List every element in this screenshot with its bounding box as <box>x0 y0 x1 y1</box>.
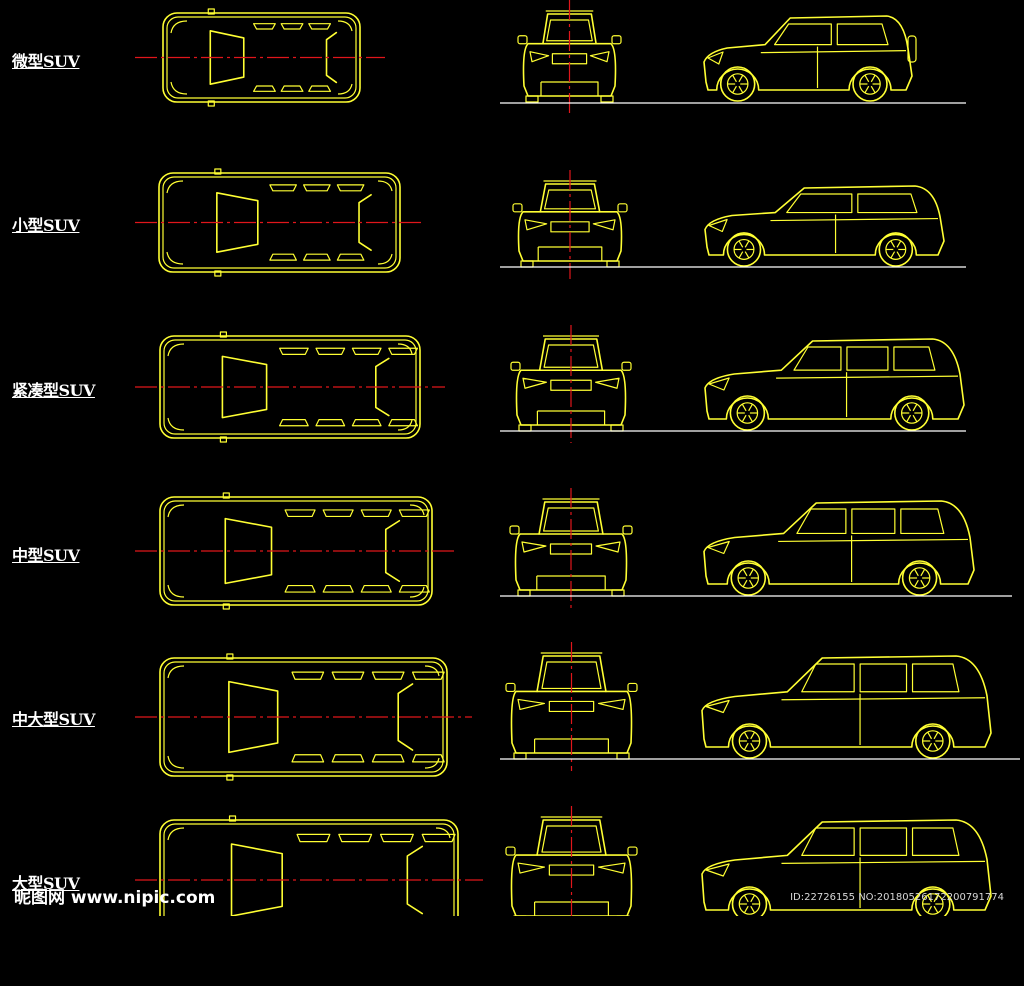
row-midsize-suv: 中型SUV <box>0 494 1024 658</box>
watermark-logo: 昵图网 www.nipic.com <box>14 888 216 908</box>
suv-midsize-views <box>135 488 1012 610</box>
suv-midsize-front-wheel <box>730 560 767 596</box>
suv-large-front-wheel <box>731 886 768 916</box>
suv-midlarge-views <box>135 642 1020 781</box>
suv-large-views <box>135 806 992 916</box>
suv-small-front-wheel <box>726 232 762 267</box>
suv-micro-top-view <box>135 8 385 107</box>
row-midlarge-suv: 中大型SUV <box>0 658 1024 822</box>
row-label-large-suv: 大型SUV <box>12 874 80 893</box>
row-compact-suv: 紧凑型SUV <box>0 329 1024 493</box>
suv-small-top-view <box>135 168 425 277</box>
row-label-micro-suv: 微型SUV <box>12 52 80 71</box>
row-label-compact-suv: 紧凑型SUV <box>12 381 95 400</box>
suv-compact-front-view <box>510 325 632 443</box>
row-label-small-suv: 小型SUV <box>12 216 80 235</box>
suv-micro-front-wheel <box>719 66 756 102</box>
suv-micro-side-view <box>703 15 917 102</box>
suv-compact-side-view <box>704 338 965 431</box>
suv-midlarge-side-view <box>701 655 992 759</box>
suv-large-rear-wheel <box>915 886 951 916</box>
suv-compact-front-wheel <box>729 395 766 431</box>
row-large-suv: 大型SUV <box>0 822 1024 986</box>
suv-midlarge-front-view <box>505 642 638 771</box>
suv-midlarge-top-view <box>135 653 472 781</box>
suv-midlarge-rear-wheel <box>914 723 951 759</box>
row-small-suv: 小型SUV <box>0 164 1024 328</box>
row-label-midsize-suv: 中型SUV <box>12 546 80 565</box>
suv-small-side-view <box>704 185 945 267</box>
row-label-midlarge-suv: 中大型SUV <box>12 710 95 729</box>
suv-micro-rear-wheel <box>852 66 888 102</box>
suv-midsize-front-view <box>509 488 633 608</box>
row-micro-suv: 微型SUV <box>0 0 1024 164</box>
suv-small-rear-wheel <box>878 232 914 267</box>
suv-compact-rear-wheel <box>893 395 930 431</box>
watermark-id: ID:22726155 NO:20180526172200791774 <box>790 892 1004 903</box>
suv-small-views <box>135 168 966 279</box>
suv-midsize-rear-wheel <box>901 560 938 596</box>
suv-midlarge-front-wheel <box>731 723 768 759</box>
suv-midsize-side-view <box>703 500 975 596</box>
suv-large-side-view <box>701 819 992 916</box>
suv-compact-top-view <box>135 331 445 443</box>
suv-midsize-top-view <box>135 492 457 610</box>
suv-small-front-view <box>512 170 628 279</box>
suv-compact-views <box>135 325 966 443</box>
suv-large-top-view <box>135 815 483 916</box>
suv-micro-front-view <box>517 0 622 114</box>
suv-large-front-view <box>505 806 638 916</box>
suv-cad-drawing <box>135 0 1020 916</box>
suv-micro-views <box>135 0 966 114</box>
